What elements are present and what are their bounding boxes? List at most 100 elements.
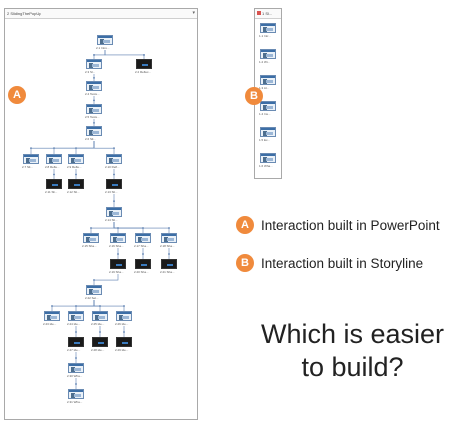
slide-thumbnail[interactable]: [86, 81, 102, 91]
thumbnail-graphic: [263, 131, 267, 136]
slide-thumbnail[interactable]: [161, 233, 177, 243]
slide-thumbnail[interactable]: [110, 259, 126, 269]
slide-thumbnail[interactable]: [23, 154, 39, 164]
connector-line: [93, 300, 101, 311]
thumbnail-graphic: [141, 238, 148, 241]
thumbnail-graphic: [112, 184, 118, 186]
connector-dot: [142, 253, 144, 255]
storyline-scene-panel: 1 Sl... 1.1 Intr...1.2 Wi...1.3 Al...1.4…: [254, 8, 282, 179]
thumbnail-graphic: [71, 158, 75, 163]
slide-thumbnail[interactable]: [68, 311, 84, 321]
slide-thumbnail[interactable]: [106, 154, 122, 164]
slide-caption: 2.20 Sha...: [134, 270, 149, 274]
connector-line: [53, 141, 95, 154]
slide-thumbnail[interactable]: [135, 233, 151, 243]
slide-thumbnail[interactable]: [260, 153, 276, 163]
slide-caption: 2.16 Sha...: [109, 244, 124, 248]
slide-thumbnail[interactable]: [106, 207, 122, 217]
slide-thumbnail[interactable]: [46, 179, 62, 189]
connector-line: [90, 222, 115, 233]
slide-thumbnail[interactable]: [260, 101, 276, 111]
connector-dot: [75, 147, 77, 150]
thumbnail-graphic: [87, 127, 101, 129]
slide-thumbnail[interactable]: [116, 337, 132, 347]
panel-b-titlebar: 1 Sl...: [255, 9, 281, 19]
slide-thumbnail[interactable]: [68, 179, 84, 189]
connector-dot: [93, 99, 95, 102]
thumbnail-graphic: [98, 316, 105, 319]
slide-thumbnail[interactable]: [260, 49, 276, 59]
slide-caption: 2.7 Sli...: [22, 165, 33, 169]
connector-dot: [93, 121, 95, 124]
slide-caption: 2.23 Ide...: [43, 322, 57, 326]
slide-caption: 2.1 Intro...: [96, 46, 110, 50]
thumbnail-graphic: [71, 393, 75, 398]
slide-caption: 2.11 Sli...: [45, 190, 58, 194]
thumbnail-graphic: [74, 368, 81, 371]
slide-thumbnail[interactable]: [92, 311, 108, 321]
connector-dot: [113, 200, 115, 203]
question-line-1: Which is easier: [260, 319, 445, 349]
connector-dot: [30, 147, 32, 150]
slide-thumbnail[interactable]: [86, 285, 102, 295]
slide-thumbnail[interactable]: [260, 23, 276, 33]
thumbnail-graphic: [89, 238, 96, 241]
thumbnail-graphic: [261, 154, 275, 156]
slide-caption: 2.17 Sha...: [134, 244, 149, 248]
slide-caption: 1.3 Al...: [259, 86, 270, 90]
thumbnail-graphic: [266, 54, 273, 57]
thumbnail-graphic: [92, 64, 99, 67]
slide-thumbnail[interactable]: [44, 311, 60, 321]
slide-thumbnail[interactable]: [116, 311, 132, 321]
connector-line: [30, 141, 95, 154]
slide-thumbnail[interactable]: [106, 179, 122, 189]
slide-thumbnail[interactable]: [86, 59, 102, 69]
slide-thumbnail[interactable]: [110, 233, 126, 243]
legend-badge: B: [236, 254, 254, 272]
connector-line: [93, 300, 125, 311]
connector-line: [93, 274, 119, 285]
thumbnail-graphic: [29, 159, 36, 162]
slide-thumbnail[interactable]: [68, 154, 84, 164]
slide-thumbnail[interactable]: [86, 104, 102, 114]
thumbnail-graphic: [263, 79, 267, 84]
thumbnail-graphic: [164, 237, 168, 242]
slide-thumbnail[interactable]: [68, 389, 84, 399]
thumbnail-graphic: [69, 312, 83, 314]
slide-thumbnail[interactable]: [97, 35, 113, 45]
connector-dot: [93, 54, 95, 56]
connector-dot: [75, 173, 77, 176]
badge-a: A: [8, 86, 26, 104]
connector-line: [104, 50, 145, 59]
panel-a-titlebar: 2 SlidingThePopUp ▾: [5, 9, 197, 19]
thumbnail-graphic: [138, 237, 142, 242]
thumbnail-graphic: [98, 342, 104, 344]
connector-dot: [99, 331, 101, 333]
thumbnail-graphic: [92, 109, 99, 112]
thumbnail-graphic: [47, 155, 61, 157]
slide-thumbnail[interactable]: [135, 259, 151, 269]
thumbnail-graphic: [266, 132, 273, 135]
slide-caption: 2.26 Ide...: [115, 322, 129, 326]
question-line-2: to build?: [301, 352, 404, 382]
slide-caption: 2.5 Tests...: [85, 115, 100, 119]
slide-thumbnail[interactable]: [92, 337, 108, 347]
slide-thumbnail[interactable]: [161, 259, 177, 269]
slide-thumbnail[interactable]: [83, 233, 99, 243]
slide-thumbnail[interactable]: [260, 75, 276, 85]
flag-icon: [257, 11, 261, 15]
slide-thumbnail[interactable]: [260, 127, 276, 137]
slide-caption: 1.6 Wha...: [259, 164, 273, 168]
thumbnail-graphic: [112, 159, 119, 162]
slide-thumbnail[interactable]: [86, 126, 102, 136]
slide-caption: 2.12 Sli...: [67, 190, 80, 194]
thumbnail-graphic: [109, 158, 113, 163]
legend-item-powerpoint: A Interaction built in PowerPoint: [236, 215, 440, 235]
slide-caption: 2.6 Sli...: [85, 137, 96, 141]
slide-caption: 2.4 Tests...: [85, 92, 100, 96]
close-icon[interactable]: ▾: [192, 10, 195, 16]
slide-thumbnail[interactable]: [136, 59, 152, 69]
slide-thumbnail[interactable]: [68, 363, 84, 373]
slide-thumbnail[interactable]: [68, 337, 84, 347]
slide-thumbnail[interactable]: [46, 154, 62, 164]
